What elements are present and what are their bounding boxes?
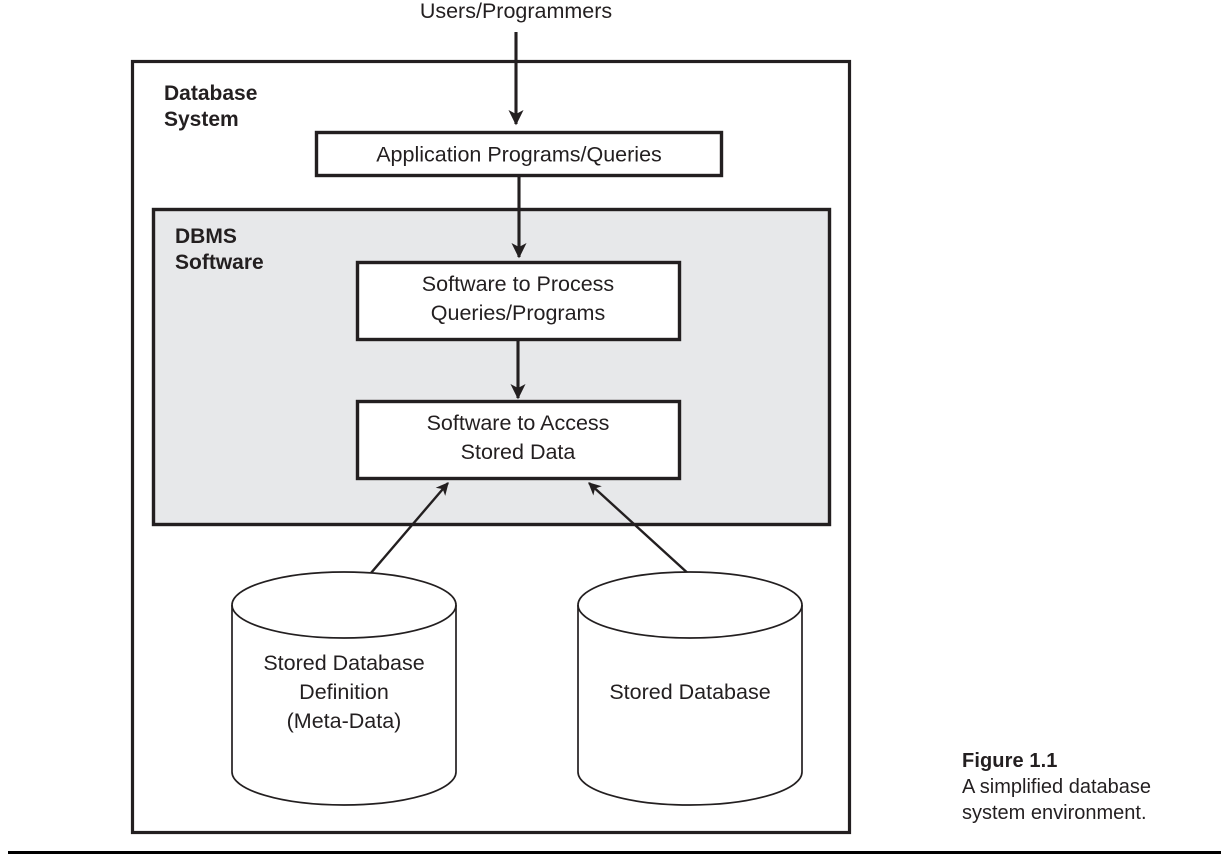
database-system-label-line2: System xyxy=(164,108,239,131)
cylinder-meta-data-top-ellipse xyxy=(231,571,457,639)
cylinder-meta-data: Stored Database Definition (Meta-Data) xyxy=(231,571,457,806)
cylinder-meta-data-label-line2: Definition xyxy=(299,680,389,704)
cylinder-meta-data-label-line3: (Meta-Data) xyxy=(287,709,402,733)
process-box-label-line1: Software to Process xyxy=(422,272,614,296)
access-box-fill xyxy=(357,401,680,479)
cylinder-meta-data-top-fill xyxy=(232,572,456,638)
application-programs-queries-box xyxy=(314,130,724,178)
software-to-access-box xyxy=(355,399,682,481)
cylinder-stored-database-top-ellipse xyxy=(577,571,803,639)
process-box-fill xyxy=(357,262,680,340)
users-programmers-label: Users/Programmers xyxy=(420,0,612,23)
cylinder-meta-data-label-line1: Stored Database xyxy=(263,651,424,675)
dbms-software-panel xyxy=(151,207,832,527)
access-box-label-line1: Software to Access xyxy=(427,411,610,435)
application-box-fill xyxy=(316,132,722,176)
dbms-software-label-line1: DBMS xyxy=(175,225,237,248)
access-box-label-line2: Stored Data xyxy=(461,440,576,464)
software-to-process-box xyxy=(355,260,682,342)
cylinder-stored-database-label-line1: Stored Database xyxy=(609,680,770,704)
process-box-label-line2: Queries/Programs xyxy=(431,301,605,325)
figure-caption-title: Figure 1.1 xyxy=(962,750,1058,772)
cylinder-stored-database-top-fill xyxy=(578,572,802,638)
cylinder-stored-database: Stored Database xyxy=(577,571,803,806)
figure-caption-line1: A simplified database xyxy=(962,776,1152,798)
cylinder-stored-database-body-fill xyxy=(578,605,802,805)
arrow-access-to-stored-database xyxy=(588,482,704,588)
figure-caption: Figure 1.1 A simplified database system … xyxy=(962,748,1212,826)
arrow-access-to-metadata xyxy=(358,482,449,588)
application-box-label: Application Programs/Queries xyxy=(376,143,662,167)
cylinder-stored-database-bottom-arc xyxy=(577,771,803,806)
dbms-software-label-line2: Software xyxy=(175,251,264,274)
cylinder-meta-data-bottom-arc xyxy=(231,771,457,806)
figure-caption-line2: system environment. xyxy=(962,802,1147,824)
database-system-label-line1: Database xyxy=(164,82,257,105)
cylinder-meta-data-body-fill xyxy=(232,605,456,805)
database-system-boundary xyxy=(130,59,852,835)
